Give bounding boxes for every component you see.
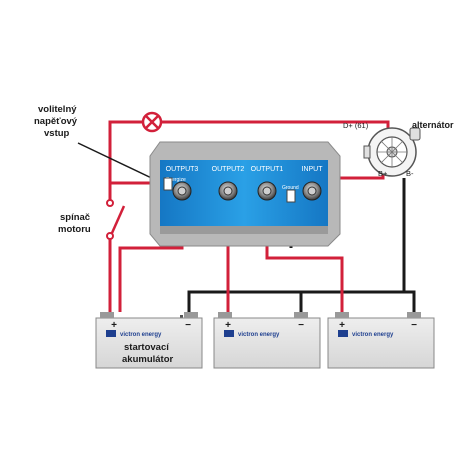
alternator-label: alternátor	[412, 120, 454, 130]
victron-logo-icon	[224, 330, 234, 337]
battery-minus-sign: −	[185, 320, 191, 331]
battery-isolator: OUTPUT3 OUTPUT2 OUTPUT1 INPUT Energize G…	[149, 141, 341, 247]
battery-body	[213, 317, 321, 369]
battery-brand: victron energy	[120, 332, 162, 338]
terminal-icon	[172, 181, 192, 201]
starter-battery-label-line1: startovací	[124, 342, 169, 353]
battery-2: + − victron energy	[213, 312, 321, 369]
battery-body	[327, 317, 435, 369]
ground-label: Ground	[282, 185, 299, 191]
terminal-icon	[302, 181, 322, 201]
victron-logo-icon	[106, 330, 116, 337]
d-plus-label: D+ (61)	[343, 121, 369, 130]
battery-brand: victron energy	[238, 332, 280, 338]
battery-plus-sign: +	[225, 320, 231, 331]
victron-logo-icon	[338, 330, 348, 337]
switch-icon	[106, 199, 126, 240]
ground-terminal	[286, 189, 296, 203]
output3-label: OUTPUT3	[166, 166, 199, 173]
battery-brand: victron energy	[352, 332, 394, 338]
optional-input-label-line1: volitelný	[38, 104, 77, 115]
input-label: INPUT	[302, 166, 324, 173]
battery-plus-sign: +	[339, 320, 345, 331]
terminal-icon	[218, 181, 238, 201]
optional-input-label-line3: vstup	[44, 128, 70, 139]
starter-battery-label-line2: akumulátor	[122, 354, 174, 365]
battery-1: + − victron energy	[95, 312, 203, 369]
battery-body	[95, 317, 203, 369]
output1-label: OUTPUT1	[251, 166, 284, 173]
output2-label: OUTPUT2	[212, 166, 245, 173]
optional-input-wire	[108, 120, 172, 185]
b-minus-label: B-	[406, 169, 414, 178]
alternator-icon	[363, 127, 421, 177]
b-plus-label: B+	[378, 169, 388, 178]
terminal-icon	[257, 181, 277, 201]
energize-terminal	[163, 177, 173, 191]
battery-3: + − victron energy	[327, 312, 435, 369]
battery-plus-sign: +	[111, 320, 117, 331]
battery-minus-sign: −	[411, 320, 417, 331]
ignition-switch-label-line1: spínač	[60, 212, 90, 223]
optional-input-label-line2: napěťový	[34, 116, 78, 127]
lamp-icon	[141, 111, 163, 133]
ignition-switch-label-line2: motoru	[58, 224, 91, 235]
battery-minus-sign: −	[298, 320, 304, 331]
energize-label: Energize	[166, 177, 186, 183]
